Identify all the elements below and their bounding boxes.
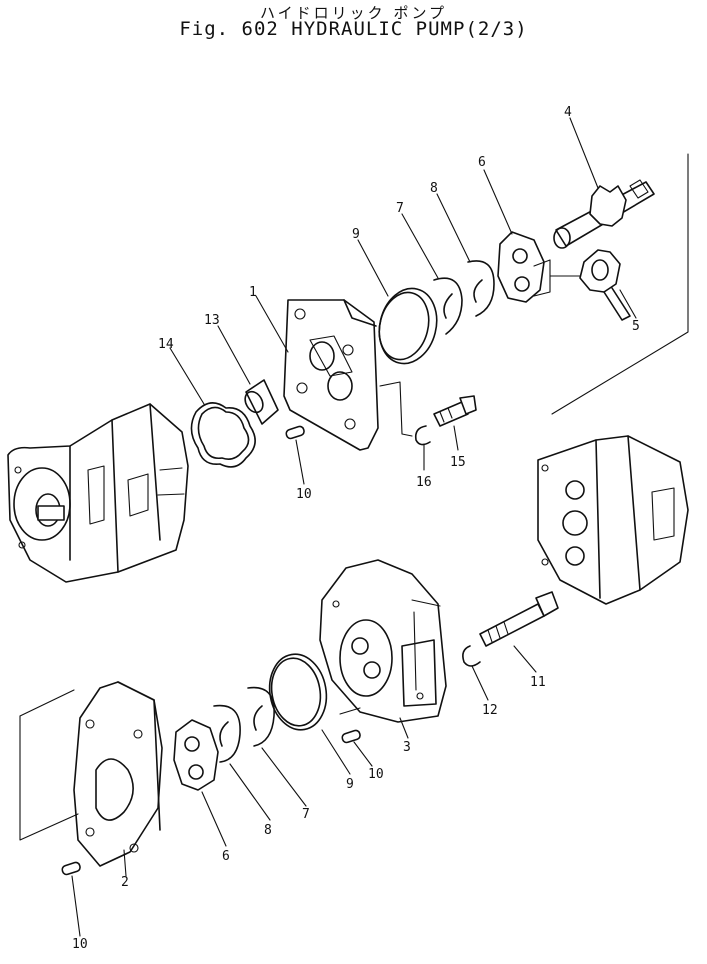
callout-5: 5	[632, 319, 640, 334]
figure-title: Fig. 602 HYDRAULIC PUMP(2/3)	[179, 18, 528, 40]
callout-12: 12	[482, 703, 498, 718]
figure-title-japanese: ハイドロリック ポンプ	[259, 4, 448, 22]
callout-3: 3	[403, 740, 411, 755]
callout-9-lower: 9	[346, 777, 354, 792]
callout-10-middle: 10	[368, 767, 384, 782]
part-6-side-plate-upper	[497, 231, 545, 303]
part-12-washer	[462, 645, 481, 667]
callout-8-lower: 8	[264, 823, 272, 838]
callout-6-lower: 6	[222, 849, 230, 864]
leader-lines	[71, 117, 637, 937]
callout-11: 11	[530, 675, 546, 690]
part-15-bolt	[433, 395, 477, 427]
pump-body-left	[7, 403, 189, 583]
callout-6-upper: 6	[478, 155, 486, 170]
part-10-dowel-pin-middle	[341, 729, 361, 744]
part-4-drive-gear-shaft	[553, 179, 655, 249]
part-13-bushing	[244, 379, 279, 425]
part-9-o-ring-upper-inner	[378, 291, 430, 361]
callout-13: 13	[204, 313, 220, 328]
callout-7-lower: 7	[302, 807, 310, 822]
part-9-o-ring-lower-inner	[270, 657, 322, 727]
part-7-seal-upper	[433, 277, 463, 335]
part-8-seal-upper	[467, 260, 495, 317]
part-16-washer	[414, 425, 431, 446]
callout-7-upper: 7	[396, 201, 404, 216]
part-5-driven-gear	[579, 249, 631, 321]
callout-10-upper: 10	[296, 487, 312, 502]
callout-14: 14	[158, 337, 174, 352]
part-9-o-ring-upper	[378, 287, 438, 365]
part-8-seal-lower	[213, 704, 241, 763]
part-1-front-plate	[283, 299, 379, 451]
part-10-dowel-pin-upper	[285, 425, 305, 440]
part-9-o-ring-lower	[268, 653, 328, 731]
callout-1: 1	[249, 285, 257, 300]
part-7-seal-lower	[247, 686, 275, 747]
pump-body-right	[537, 435, 689, 605]
part-14-seal	[190, 402, 256, 468]
part-6-side-plate-lower	[173, 719, 219, 791]
assembly-lines	[19, 153, 689, 841]
part-2-end-cover	[73, 681, 163, 867]
callout-4: 4	[564, 105, 572, 120]
callout-9-upper: 9	[352, 227, 360, 242]
part-3-rear-housing	[319, 559, 447, 723]
callout-2: 2	[121, 875, 129, 890]
part-10-dowel-pin-lower	[61, 861, 81, 876]
callout-8-upper: 8	[430, 181, 438, 196]
callout-16: 16	[416, 475, 432, 490]
callout-15: 15	[450, 455, 466, 470]
callout-10-lower: 10	[72, 937, 88, 952]
part-11-bolt	[479, 591, 559, 647]
